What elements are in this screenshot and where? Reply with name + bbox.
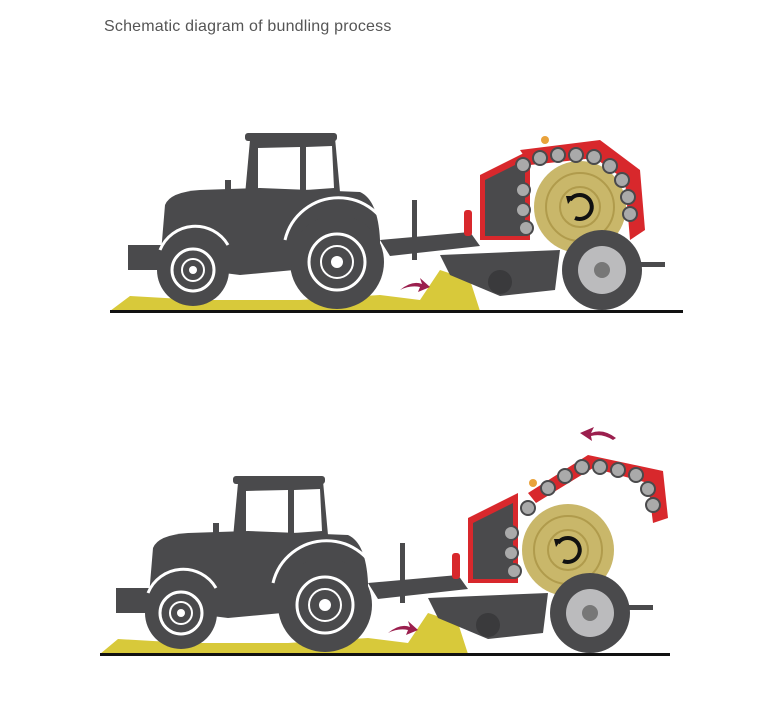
tractor bbox=[126, 131, 482, 311]
tractor bbox=[114, 474, 470, 654]
diagram-title: Schematic diagram of bundling process bbox=[104, 18, 392, 35]
belt-rollers bbox=[503, 459, 661, 579]
scene-baling bbox=[110, 131, 683, 313]
lid-open-arrow-icon bbox=[580, 427, 616, 441]
ground-line bbox=[110, 310, 683, 313]
feed-arrow-icon bbox=[388, 621, 418, 635]
baler bbox=[426, 477, 655, 655]
ground-line bbox=[100, 653, 670, 656]
scene-ejecting bbox=[100, 427, 670, 656]
belt-rollers bbox=[515, 147, 638, 236]
feed-arrow-icon bbox=[400, 278, 430, 292]
